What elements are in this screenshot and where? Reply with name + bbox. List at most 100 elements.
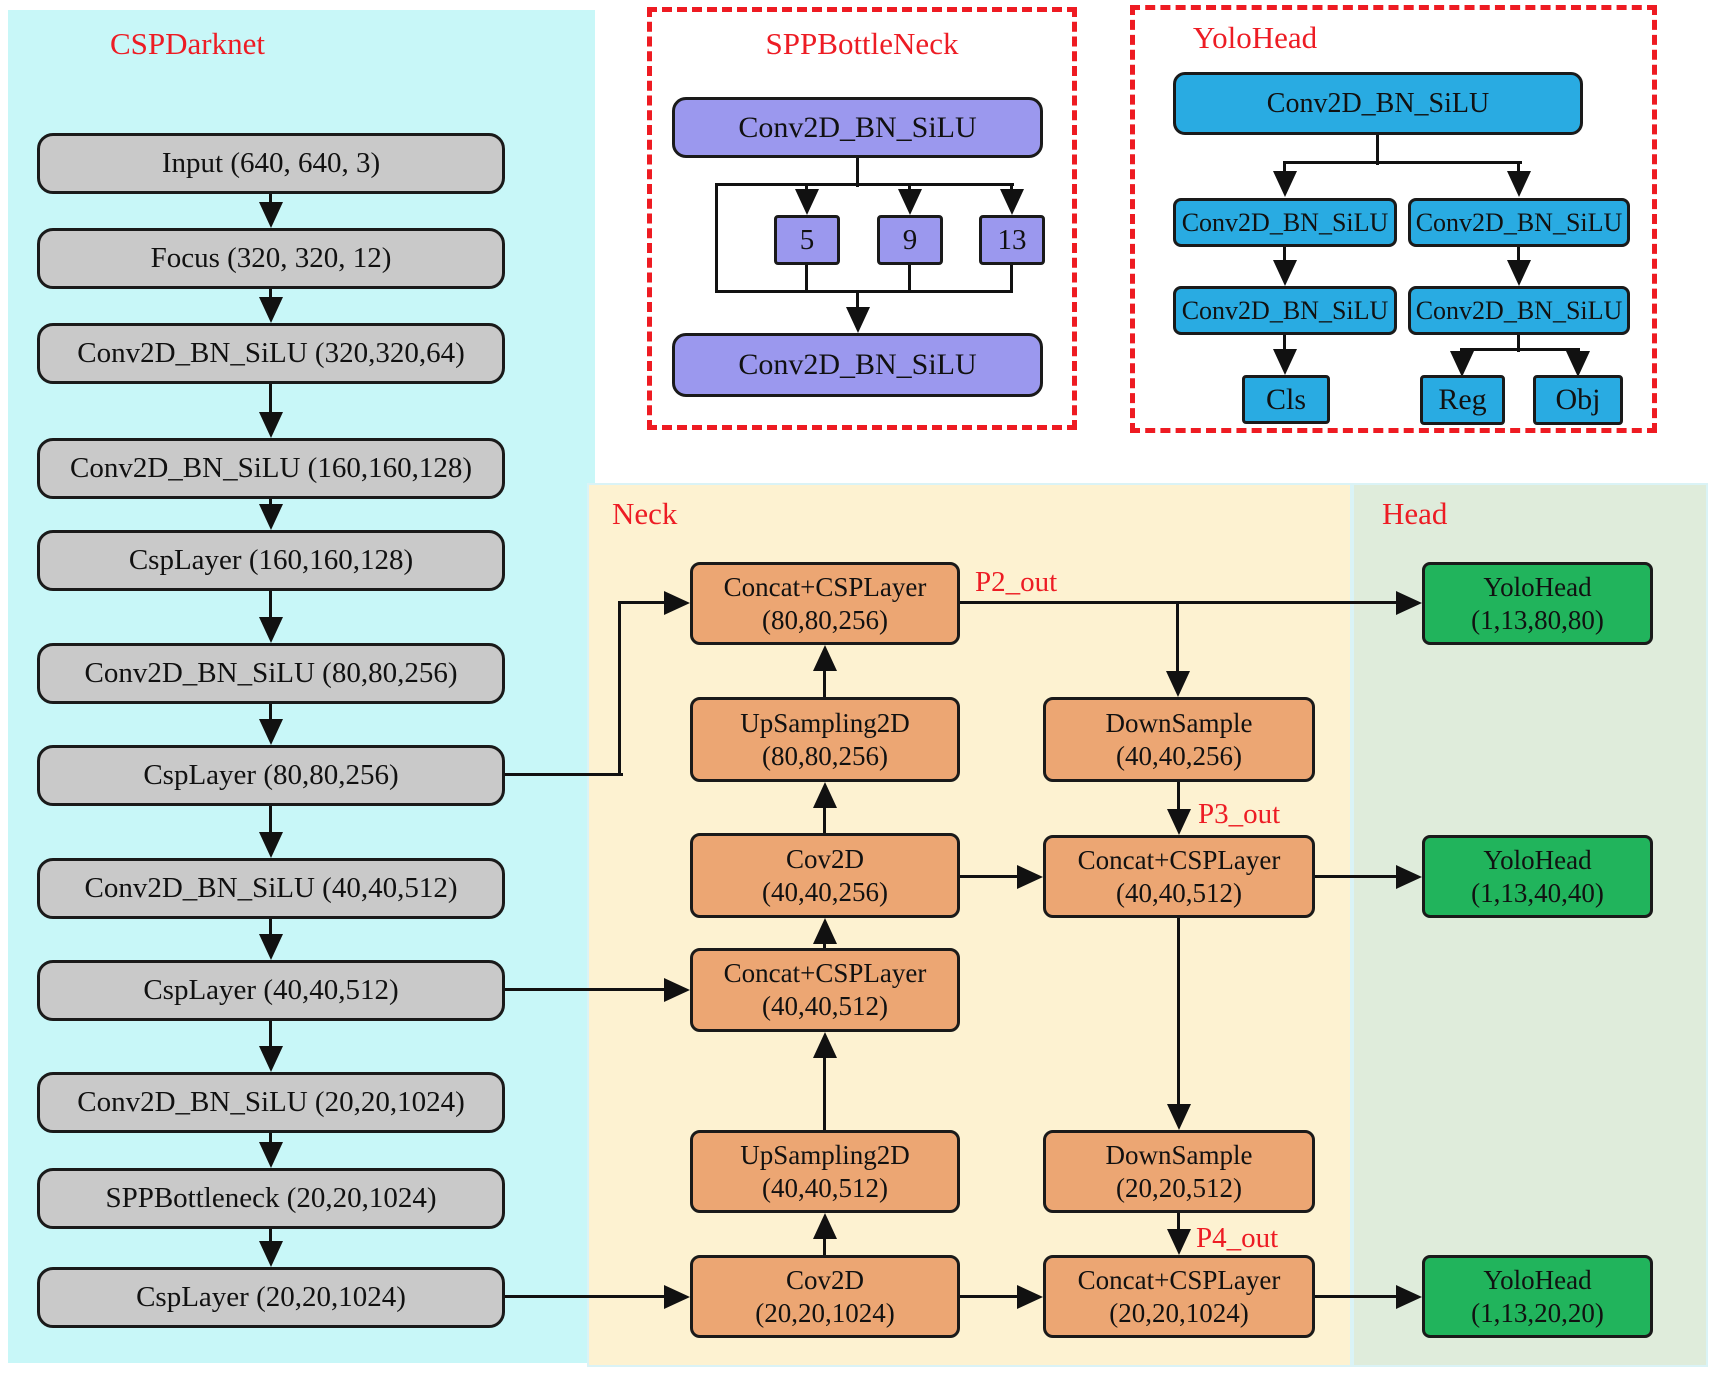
- connector: [269, 194, 272, 204]
- connector: [1315, 1295, 1400, 1298]
- connector: [1517, 161, 1520, 173]
- backbone-node-conv320: Conv2D_BN_SiLU (320,320,64): [37, 323, 505, 384]
- arrowhead-down: [846, 307, 870, 333]
- neck-conv-p4: Cov2D(20,20,1024): [690, 1255, 960, 1338]
- arrowhead-down: [259, 202, 283, 228]
- connector: [1283, 335, 1286, 351]
- arrowhead-down: [1450, 351, 1474, 377]
- arrowhead-right: [664, 1285, 690, 1309]
- connector: [269, 499, 272, 505]
- yolohead-title: YoloHead: [1192, 20, 1318, 55]
- connector: [823, 942, 826, 948]
- connector: [269, 806, 272, 833]
- arrowhead-down: [259, 412, 283, 438]
- yolohead-obj-output: Obj: [1533, 375, 1623, 425]
- node-label: Conv2D_BN_SiLU: [1415, 295, 1623, 325]
- connector: [1517, 247, 1520, 262]
- arrowhead-up: [813, 645, 837, 671]
- connector: [960, 601, 1400, 604]
- connector: [1177, 918, 1180, 1106]
- node-shape: (40,40,512): [1116, 877, 1242, 908]
- arrowhead-down: [259, 1046, 283, 1072]
- arrowhead-down: [1167, 809, 1191, 835]
- node-label: CspLayer (80,80,256): [143, 759, 399, 791]
- arrowhead-right: [664, 591, 690, 615]
- head-yolohead-p2: YoloHead(1,13,80,80): [1422, 562, 1653, 645]
- backbone-node-focus: Focus (320, 320, 12): [37, 228, 505, 289]
- node-label: CspLayer (40,40,512): [143, 974, 399, 1006]
- arrowhead-right: [1396, 591, 1422, 615]
- yolohead-cls-conv2: Conv2D_BN_SiLU: [1173, 286, 1397, 335]
- connector: [505, 1295, 666, 1298]
- arrowhead-right: [1017, 1285, 1043, 1309]
- node-label: SPPBottleneck (20,20,1024): [105, 1182, 437, 1214]
- arrowhead-down: [259, 297, 283, 323]
- node-shape: (20,20,512): [1116, 1172, 1242, 1203]
- neck-upsample-p3: UpSampling2D(40,40,512): [690, 1130, 960, 1213]
- connector: [1315, 875, 1400, 878]
- arrowhead-up: [813, 782, 837, 808]
- arrowhead-down: [259, 934, 283, 960]
- arrowhead-down: [1000, 189, 1024, 215]
- neck-title: Neck: [612, 496, 678, 531]
- connector: [1176, 601, 1179, 673]
- node-label: DownSample: [1105, 707, 1253, 738]
- connector: [618, 601, 666, 604]
- yolohead-reg-conv1: Conv2D_BN_SiLU: [1408, 198, 1630, 247]
- connector: [1177, 782, 1180, 811]
- connector: [269, 919, 272, 935]
- backbone-node-conv160: Conv2D_BN_SiLU (160,160,128): [37, 438, 505, 499]
- backbone-title: CSPDarknet: [110, 26, 265, 61]
- node-label: Input (640, 640, 3): [161, 147, 381, 179]
- spp-pool-5: 5: [774, 215, 840, 265]
- arrowhead-down: [898, 189, 922, 215]
- backbone-node-input: Input (640, 640, 3): [37, 133, 505, 194]
- neck-concat-p2: Concat+CSPLayer(80,80,256): [690, 562, 960, 645]
- connector: [960, 875, 1021, 878]
- connector: [1283, 161, 1286, 173]
- node-shape: (40,40,256): [1116, 740, 1242, 771]
- connector: [269, 1021, 272, 1047]
- head-yolohead-p4: YoloHead(1,13,20,20): [1422, 1255, 1653, 1338]
- arrowhead-down: [1273, 349, 1297, 375]
- arrowhead-down: [259, 617, 283, 643]
- node-label: Conv2D_BN_SiLU (160,160,128): [70, 452, 472, 484]
- p4-out-label: P4_out: [1196, 1222, 1279, 1254]
- neck-concat-p3-left: Concat+CSPLayer(40,40,512): [690, 948, 960, 1032]
- connector: [960, 1295, 1021, 1298]
- node-label: 9: [902, 223, 918, 256]
- connector: [1517, 335, 1520, 352]
- node-label: UpSampling2D: [740, 707, 910, 738]
- connector: [269, 704, 272, 720]
- connector: [908, 183, 911, 191]
- node-label: Concat+CSPLayer: [723, 571, 927, 602]
- arrowhead-down: [259, 504, 283, 530]
- node-label: Focus (320, 320, 12): [150, 242, 392, 274]
- node-shape: (40,40,512): [762, 991, 888, 1021]
- connector: [856, 158, 859, 187]
- yolohead-reg-conv2: Conv2D_BN_SiLU: [1408, 286, 1630, 335]
- node-label: DownSample: [1105, 1139, 1253, 1170]
- connector: [505, 773, 623, 776]
- connector: [1010, 183, 1013, 191]
- arrowhead-down: [259, 832, 283, 858]
- node-label: Conv2D_BN_SiLU: [738, 110, 977, 144]
- yolohead-stem-conv: Conv2D_BN_SiLU: [1173, 72, 1583, 135]
- backbone-node-conv20: Conv2D_BN_SiLU (20,20,1024): [37, 1072, 505, 1133]
- node-label: Concat+CSPLayer: [1077, 1264, 1281, 1295]
- connector: [269, 289, 272, 298]
- arrowhead-right: [1017, 865, 1043, 889]
- arrowhead-down: [1566, 351, 1590, 377]
- node-label: Conv2D_BN_SiLU: [1266, 87, 1490, 119]
- arrowhead-down: [259, 719, 283, 745]
- p3-out-label: P3_out: [1198, 798, 1281, 830]
- node-label: CspLayer (160,160,128): [128, 544, 414, 576]
- node-label: Concat+CSPLayer: [1077, 844, 1281, 875]
- node-shape: (1,13,40,40): [1471, 877, 1604, 908]
- connector: [505, 988, 666, 991]
- arrowhead-right: [1396, 1285, 1422, 1309]
- connector: [269, 384, 272, 413]
- neck-concat-p4: Concat+CSPLayer(20,20,1024): [1043, 1255, 1315, 1338]
- arrowhead-down: [795, 189, 819, 215]
- node-shape: (20,20,1024): [1109, 1297, 1249, 1328]
